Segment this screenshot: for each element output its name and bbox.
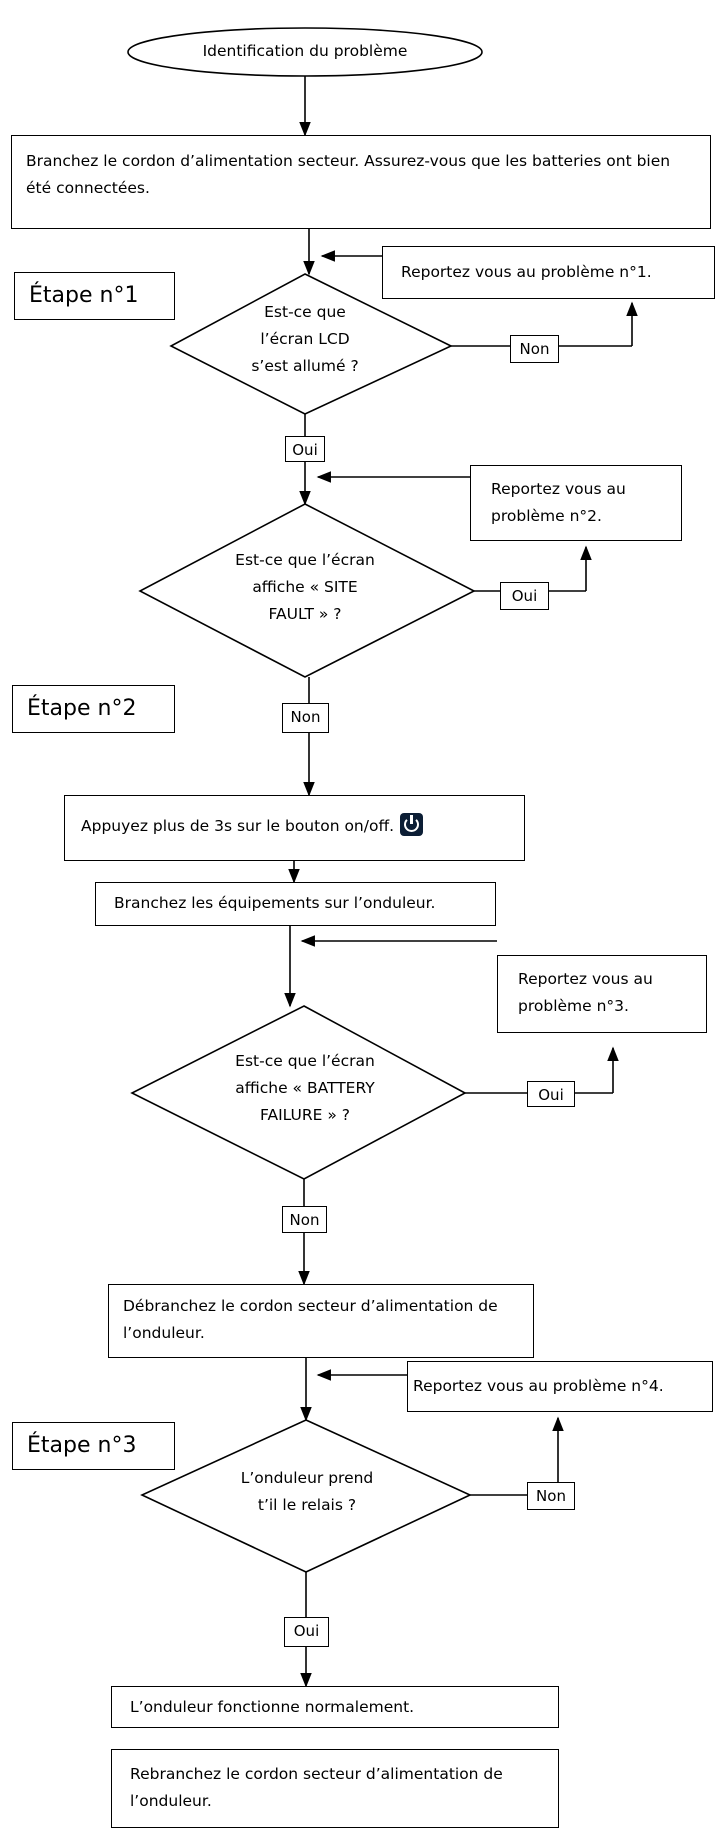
decision-battery-failure [130,1005,467,1180]
start-label: Identification du problème [202,42,408,60]
label-non-site: Non [282,703,329,733]
power-icon [400,813,424,836]
label-non-battery: Non [282,1206,327,1233]
decision-relay [140,1419,472,1573]
label-non-lcd: Non [510,335,559,363]
decision-lcd [169,273,453,415]
label-oui-site: Oui [500,582,549,610]
decision-lcd-text: Est-ce que l’écran LCD s’est allumé ? [251,303,359,375]
decision-site-fault [138,503,476,678]
ref-problem-2: Reportez vous au problème n°2. [470,465,682,541]
start-terminal [127,27,483,77]
step-2-label: Étape n°2 [12,685,175,733]
ref-problem-3: Reportez vous au problème n°3. [497,955,707,1033]
step-1-label: Étape n°1 [14,272,175,320]
box-normal: L’onduleur fonctionne normalement. [111,1686,559,1728]
box-press-onoff: Appuyez plus de 3s sur le bouton on/off. [64,795,525,861]
box-replug: Rebranchez le cordon secteur d’alimentat… [111,1749,559,1828]
decision-site-text: Est-ce que l’écran affiche « SITE FAULT … [235,551,375,623]
decision-relay-text: L’onduleur prend t’il le relais ? [240,1469,374,1514]
box-press-onoff-text: Appuyez plus de 3s sur le bouton on/off. [81,817,395,835]
ref-problem-1: Reportez vous au problème n°1. [382,246,715,299]
box-connect-power: Branchez le cordon d’alimentation secteu… [11,135,711,229]
label-oui-lcd: Oui [285,436,325,462]
box-plug-equipment: Branchez les équipements sur l’onduleur. [95,882,496,926]
step-3-label: Étape n°3 [12,1422,175,1470]
box-unplug: Débranchez le cordon secteur d’alimentat… [108,1284,534,1358]
label-oui-battery: Oui [527,1081,575,1107]
decision-battery-text: Est-ce que l’écran affiche « BATTERY FAI… [235,1052,375,1124]
ref-problem-4: Reportez vous au problème n°4. [407,1361,713,1412]
label-non-relay: Non [527,1482,575,1510]
label-oui-relay: Oui [284,1617,329,1647]
